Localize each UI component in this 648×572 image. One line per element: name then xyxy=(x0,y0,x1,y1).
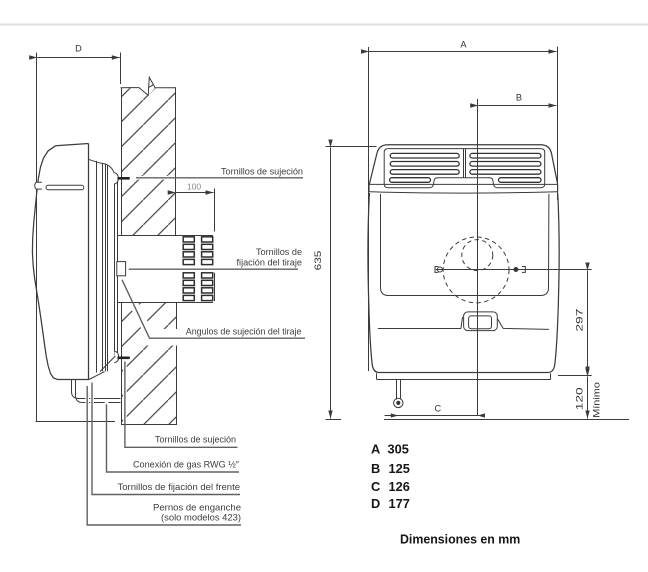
svg-text:635: 635 xyxy=(313,251,323,271)
svg-text:Pernos de enganche: Pernos de enganche xyxy=(153,501,241,512)
svg-text:D: D xyxy=(371,496,380,511)
svg-text:305: 305 xyxy=(388,442,409,457)
svg-text:120: 120 xyxy=(575,387,585,410)
svg-text:C: C xyxy=(434,404,441,414)
svg-text:C: C xyxy=(371,479,380,494)
svg-text:100: 100 xyxy=(187,182,202,192)
svg-text:Mínimo: Mínimo xyxy=(592,382,602,418)
svg-text:B: B xyxy=(516,93,522,103)
svg-text:Tornillos de: Tornillos de xyxy=(256,246,302,257)
svg-text:Angulos de sujeción del tiraje: Angulos de sujeción del tiraje xyxy=(186,325,302,336)
svg-text:297: 297 xyxy=(575,309,585,332)
svg-text:(solo modelos 423): (solo modelos 423) xyxy=(161,512,241,523)
svg-text:A: A xyxy=(460,40,467,50)
svg-text:Conexión de gas RWG ½″: Conexión de gas RWG ½″ xyxy=(133,458,240,469)
svg-text:Tornillos de fijación del fren: Tornillos de fijación del frente xyxy=(118,481,241,492)
svg-text:177: 177 xyxy=(389,496,410,511)
svg-text:A: A xyxy=(371,442,380,457)
svg-text:D: D xyxy=(75,44,82,54)
svg-text:Tornillos de sujeción: Tornillos de sujeción xyxy=(155,434,236,445)
svg-text:126: 126 xyxy=(389,479,410,494)
svg-text:fijación del tiraje: fijación del tiraje xyxy=(237,257,303,268)
svg-text:Dimensiones en mm: Dimensiones en mm xyxy=(400,532,520,547)
svg-text:Tornillos de sujeción: Tornillos de sujeción xyxy=(221,165,303,176)
svg-text:B: B xyxy=(371,461,380,476)
svg-text:125: 125 xyxy=(389,461,410,476)
